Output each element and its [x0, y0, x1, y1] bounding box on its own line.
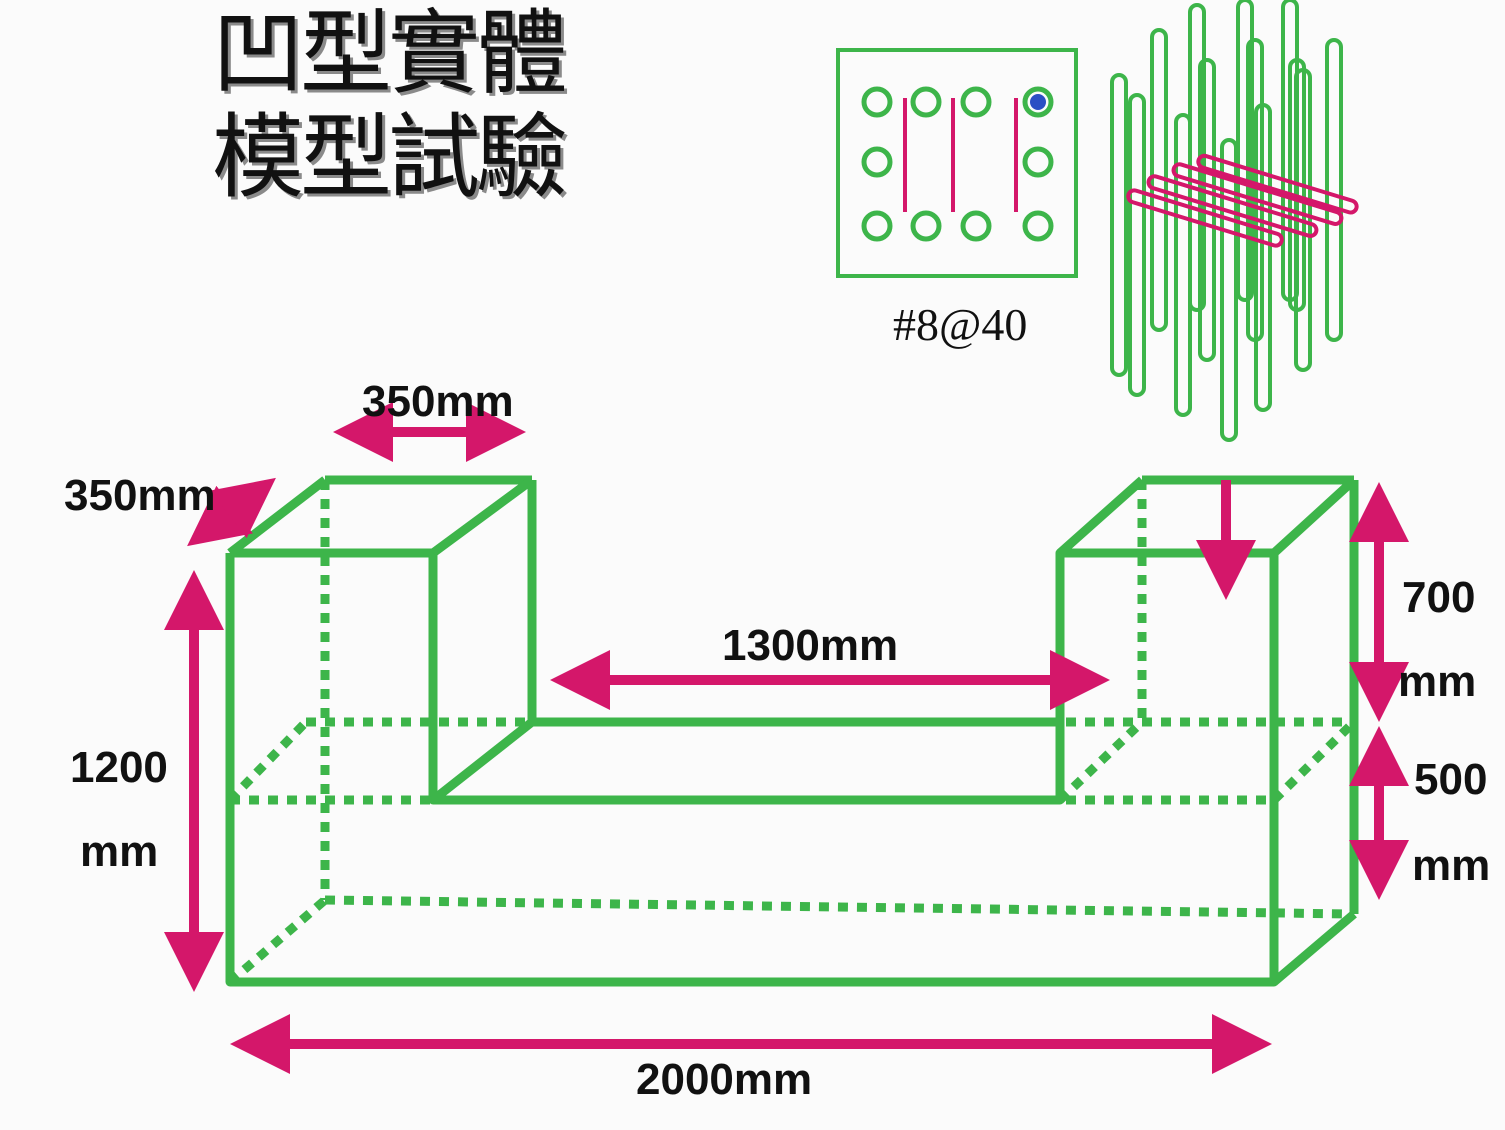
trough-left-edge [430, 718, 535, 804]
cross-section-outline [836, 48, 1078, 278]
rebar-circle [1022, 210, 1054, 242]
title-line-1: 凹型實體 [212, 0, 568, 107]
rebar-circles [861, 86, 1054, 242]
rebar-circle [861, 86, 893, 118]
u-model-hidden-edges [226, 480, 1358, 986]
dimension-arrows [164, 402, 1409, 1074]
left-post-top-edge [227, 476, 328, 557]
inner-span-label: 1300mm [722, 621, 899, 670]
rebar-spacing-label: #8@40 [893, 299, 1028, 350]
rebar-cage-sketch [1110, 0, 1359, 442]
height-base-unit: mm [1412, 841, 1491, 890]
height-total-value: 1200 [70, 743, 168, 792]
right-post-side-edge [1270, 476, 1358, 557]
cross-section-inset [836, 48, 1078, 278]
u-model-solid-edges [225, 475, 1359, 987]
depth-arrow [187, 477, 276, 547]
highlighted-rebar-dot [1030, 94, 1046, 110]
bottom-right-edge [1271, 910, 1357, 986]
stirrup-lines [903, 98, 1018, 212]
rebar-circle [1022, 146, 1054, 178]
title-line-2: 模型試驗 [212, 104, 568, 211]
rebar-circle [861, 210, 893, 242]
rebar-circle [910, 210, 942, 242]
rebar-circle [960, 86, 992, 118]
left-post-inner-edge [430, 476, 535, 557]
height-total-unit: mm [80, 827, 159, 876]
total-length-label: 2000mm [636, 1055, 813, 1104]
rebar-circle [1022, 86, 1054, 118]
depth-label: 350mm [64, 471, 216, 520]
height-upper-unit: mm [1398, 657, 1477, 706]
rebar-circle [910, 86, 942, 118]
rebar-circle [960, 210, 992, 242]
height-base-value: 500 [1414, 755, 1488, 804]
rebar-circle [861, 146, 893, 178]
top-width-label: 350mm [362, 377, 514, 426]
front-face-outline [225, 548, 1279, 987]
height-upper-value: 700 [1402, 573, 1476, 622]
right-post-top-edge [1057, 476, 1145, 557]
